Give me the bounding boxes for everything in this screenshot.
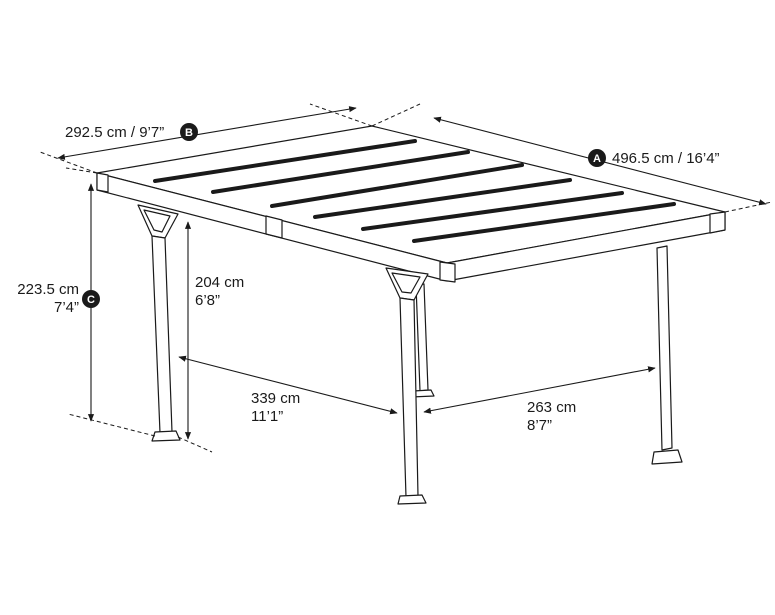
badge-C-letter: C bbox=[87, 294, 95, 306]
post-front-left bbox=[137, 204, 181, 442]
dimension-B-label: 292.5 cm / 9’7” bbox=[65, 124, 164, 141]
dimension-clearance-height: 204 cm 6’8” bbox=[177, 221, 244, 453]
dimension-A: A 496.5 cm / 16’4” bbox=[371, 103, 773, 213]
dimension-C-label-line2: 7’4” bbox=[54, 299, 79, 316]
clearance-height-line1: 204 cm bbox=[195, 274, 244, 291]
dimension-post-span-depth: 339 cm 11’1” bbox=[178, 355, 398, 425]
dimension-C: 223.5 cm 7’4” C bbox=[17, 167, 156, 437]
dimension-A-label: 496.5 cm / 16’4” bbox=[612, 150, 720, 167]
post-span-width-line1: 263 cm bbox=[527, 399, 576, 416]
carport-structure bbox=[96, 125, 726, 505]
badge-B bbox=[180, 123, 198, 141]
post-span-depth-line1: 339 cm bbox=[251, 390, 300, 407]
post-back-right bbox=[651, 245, 683, 465]
badge-C bbox=[82, 290, 100, 308]
badge-A-letter: A bbox=[593, 153, 601, 165]
badge-B-letter: B bbox=[185, 127, 193, 139]
post-span-width-line2: 8’7” bbox=[527, 417, 552, 434]
post-span-depth-line2: 11’1” bbox=[251, 408, 283, 425]
post-front-right bbox=[385, 267, 429, 505]
dimension-B: 292.5 cm / 9’7” B bbox=[39, 103, 373, 174]
roof-corner-caps bbox=[96, 172, 726, 283]
badge-A bbox=[588, 149, 606, 167]
clearance-height-line2: 6’8” bbox=[195, 292, 220, 309]
dimension-post-span-width: 263 cm 8’7” bbox=[423, 366, 656, 434]
dimension-C-label-line1: 223.5 cm bbox=[17, 281, 79, 298]
